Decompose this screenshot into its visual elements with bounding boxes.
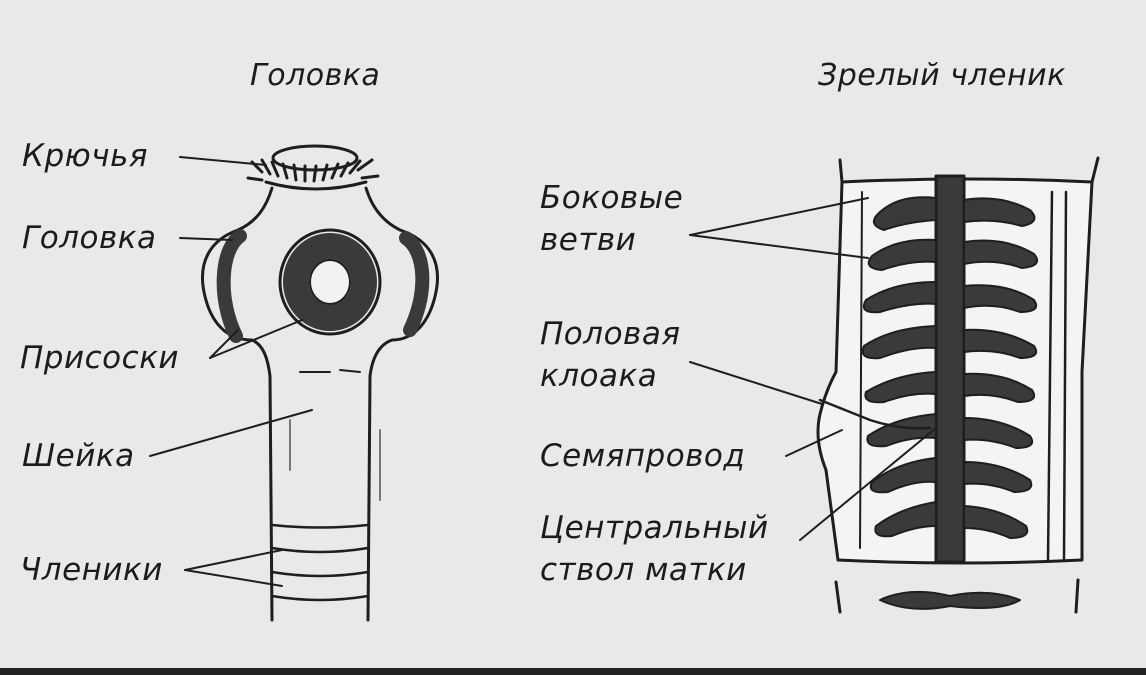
label-uterus-trunk-line1: Центральный	[540, 510, 769, 546]
left-leaders	[149, 156, 313, 587]
label-lateral-branches-line2: ветви	[540, 222, 637, 258]
neck-marks	[299, 369, 361, 373]
scolex-figure	[201, 144, 439, 622]
label-hooks: Крючья	[22, 138, 149, 174]
hooks	[246, 158, 380, 183]
label-lateral-branches-line1: Боковые	[540, 180, 684, 216]
label-suckers: Присоски	[20, 340, 180, 376]
uterus-branches	[861, 196, 1038, 539]
excretory-canals	[1046, 190, 1068, 562]
vas-deferens	[818, 398, 932, 430]
label-genital-cloaca-line1: Половая	[540, 316, 681, 352]
label-neck: Шейка	[22, 438, 135, 474]
label-vas-deferens: Семяпровод	[540, 438, 746, 474]
label-segments: Членики	[20, 552, 163, 588]
label-head: Головка	[22, 220, 157, 256]
title-head: Головка	[250, 58, 381, 93]
sucker-front-outer	[278, 228, 382, 336]
proglottid-figure	[816, 156, 1100, 614]
right-leaders	[689, 197, 937, 541]
neck-shading	[289, 419, 381, 501]
sucker-left	[216, 229, 247, 343]
label-uterus-trunk-line2: ствол матки	[540, 552, 747, 588]
title-mature-segment: Зрелый членик	[818, 58, 1066, 93]
scolex-right-edge	[364, 186, 439, 622]
sucker-front-ring	[283, 233, 377, 331]
proglottid-bottom-stubs	[834, 578, 1080, 614]
scolex-left-edge	[201, 186, 274, 622]
proglottid-top-stubs	[838, 156, 1100, 184]
hook-base	[264, 180, 368, 191]
uterus-trunk	[934, 174, 966, 564]
bottom-border	[0, 668, 1146, 675]
sucker-front-inner	[309, 259, 351, 305]
segment-lines	[270, 523, 370, 602]
next-proglottid-branches	[879, 590, 1021, 610]
sucker-right	[399, 231, 430, 337]
left-canal	[859, 191, 863, 549]
label-genital-cloaca-line2: клоака	[540, 358, 658, 394]
